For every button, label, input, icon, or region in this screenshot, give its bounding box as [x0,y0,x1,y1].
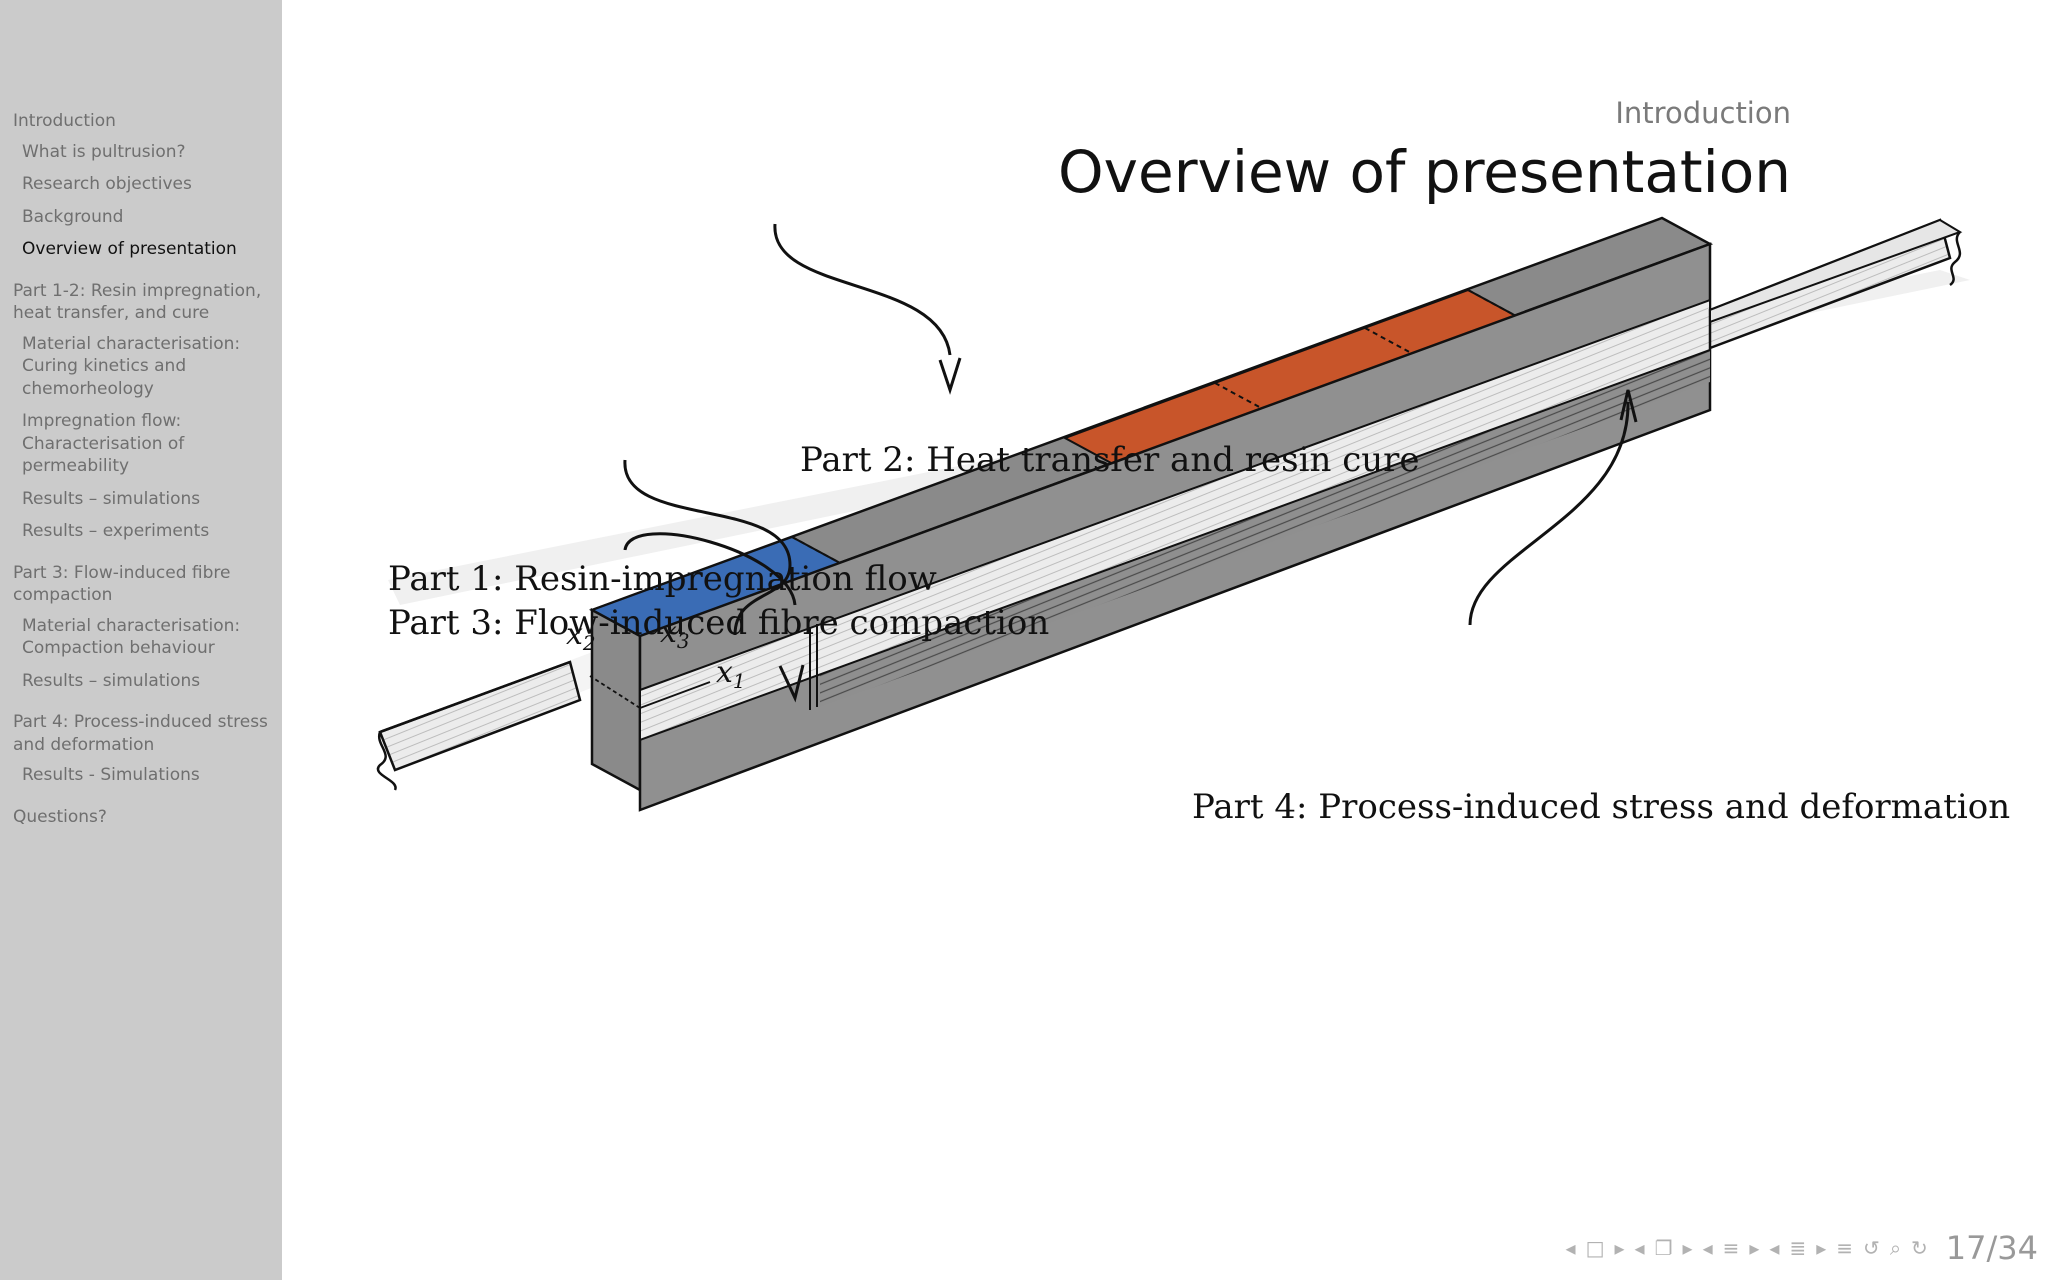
leader-arrowheads [778,357,1638,703]
label-part1: Part 1: Resin-impregnation flow [388,559,937,599]
toc-subsection-link[interactable]: Background [22,206,124,227]
toc-subsection-link[interactable]: Material characterisation: Compaction be… [22,615,241,659]
toc-subsection-link[interactable]: Research objectives [22,174,192,194]
x1-label: x1 [716,655,746,693]
die-body [588,216,1714,812]
right-arrow[interactable]: ▸ [1749,1236,1760,1260]
frame-icon[interactable]: □ [1585,1236,1605,1260]
toc-section-link[interactable]: Part 4: Process-induced stress and defor… [13,712,268,755]
toc-subsection-link[interactable]: Impregnation flow: Characterisation of p… [22,411,185,476]
page-title: Overview of presentation [1058,138,1791,206]
coordinate-axes: x3 x2 x1 [566,615,746,709]
section-title: Introduction [1615,96,1791,130]
label-part3: Part 3: Flow-induced fibre compaction [388,603,1049,643]
toc-subsection-link[interactable]: Results – experiments [22,521,210,541]
left-arrow[interactable]: ◂ [1634,1236,1645,1260]
navigation-bar: ◂ □ ▸ ◂ ❐ ▸ ◂ ≡ ▸ ◂ ≣ ▸ ≡ ↺ ⌕ ↻ 17/34 [1566,1228,2038,1268]
x2-label: x2 [566,617,596,655]
search-icon[interactable]: ⌕ [1889,1236,1902,1260]
left-arrow[interactable]: ◂ [1565,1236,1576,1260]
left-arrow[interactable]: ◂ [1769,1236,1780,1260]
toc-section: Part 1-2: Resin impregnation, heat trans… [13,280,275,543]
toc-section-link[interactable]: Part 3: Flow-induced fibre compaction [13,562,231,606]
right-arrow[interactable]: ▸ [1614,1236,1625,1260]
label-part4: Part 4: Process-induced stress and defor… [1192,787,2010,827]
right-arrow[interactable]: ▸ [1816,1236,1827,1260]
x3-label: x3 [660,615,690,653]
section-icon[interactable]: ≡ [1722,1236,1740,1260]
toc-subsection-link[interactable]: Overview of presentation [22,239,237,259]
page-number: 17/34 [1945,1229,2038,1267]
toc-section-link[interactable]: Introduction [13,111,116,131]
document-icon[interactable]: ≣ [1789,1236,1807,1260]
right-arrow[interactable]: ▸ [1682,1236,1693,1260]
undo-icon[interactable]: ↺ [1863,1236,1880,1260]
toc-subsection-link[interactable]: Results – simulations [22,670,201,691]
profile-exit [1708,218,1963,350]
toc-subsection-link[interactable]: Results – simulations [22,488,201,509]
pultrusion-diagram: x3 x2 x1 Part 2: Heat transfer and resin… [376,216,2010,827]
toc-section-link[interactable]: Part 1-2: Resin impregnation, heat trans… [13,280,262,324]
label-part2: Part 2: Heat transfer and resin cure [800,440,1420,480]
align-icon[interactable]: ≡ [1836,1236,1854,1260]
toc-subsection-link[interactable]: Material characterisation: Curing kineti… [22,333,241,399]
toc-subsection-link[interactable]: Results - Simulations [22,765,200,785]
toc-section-link[interactable]: Questions? [13,806,107,827]
leader-lines [623,223,1630,636]
toc-section: Part 4: Process-induced stress and defor… [13,711,275,787]
redo-icon[interactable]: ↻ [1911,1236,1928,1260]
subsection-icon[interactable]: ❐ [1654,1236,1673,1260]
left-arrow[interactable]: ◂ [1702,1236,1713,1260]
toc-subsection-link[interactable]: What is pultrusion? [22,141,186,162]
toc-section: Questions? [13,806,275,829]
